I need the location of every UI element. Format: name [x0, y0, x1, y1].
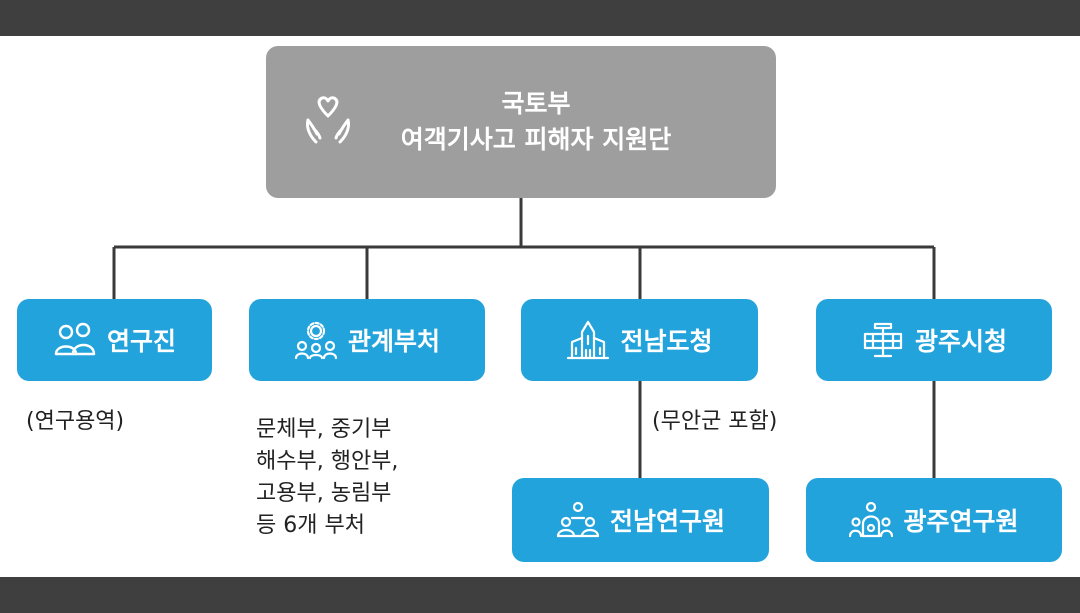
- root-title-line1: 국토부: [501, 89, 571, 118]
- node-label: 광주시청: [914, 327, 1007, 356]
- ministry-line: 등 6개 부처: [256, 513, 365, 538]
- people-group-icon: [54, 322, 96, 356]
- node-label: 광주연구원: [903, 507, 1019, 536]
- node-label: 전남도청: [620, 327, 713, 356]
- research-people-icon: [849, 501, 894, 538]
- ministry-line: 해수부, 행안부,: [256, 449, 399, 474]
- node-label: 연구진: [106, 327, 176, 356]
- node-gwangju-research-institute: 광주연구원: [806, 478, 1062, 562]
- node-label: 전남연구원: [609, 507, 725, 536]
- node-research-team: 연구진: [17, 299, 212, 381]
- node-jeonnam-research-institute: 전남연구원: [512, 478, 769, 562]
- city-hall-icon: [863, 322, 903, 358]
- bottom-band: [0, 577, 1080, 613]
- root-node: 국토부 여객기사고 피해자 지원단: [266, 46, 776, 198]
- research-people-icon: [556, 501, 600, 538]
- node-ministries: 관계부처: [249, 299, 485, 381]
- ministry-line: 고용부, 농림부: [256, 481, 392, 506]
- ministry-line: 문체부, 중기부: [256, 417, 392, 442]
- node-gwangju-city-hall: 광주시청: [816, 299, 1052, 381]
- note-ministry-list: 문체부, 중기부 해수부, 행안부, 고용부, 농림부 등 6개 부처: [256, 414, 398, 542]
- government-building-icon: [567, 320, 610, 360]
- heart-hands-icon: [306, 96, 350, 144]
- node-jeonnam-provincial-office: 전남도청: [521, 299, 758, 381]
- network-gear-icon: [294, 321, 338, 360]
- note-research-contract: (연구용역): [26, 409, 125, 434]
- note-muan-included: (무안군 포함): [652, 409, 778, 434]
- node-label: 관계부처: [347, 327, 440, 356]
- top-band: [0, 0, 1080, 36]
- root-title-line2: 여객기사고 피해자 지원단: [400, 125, 672, 154]
